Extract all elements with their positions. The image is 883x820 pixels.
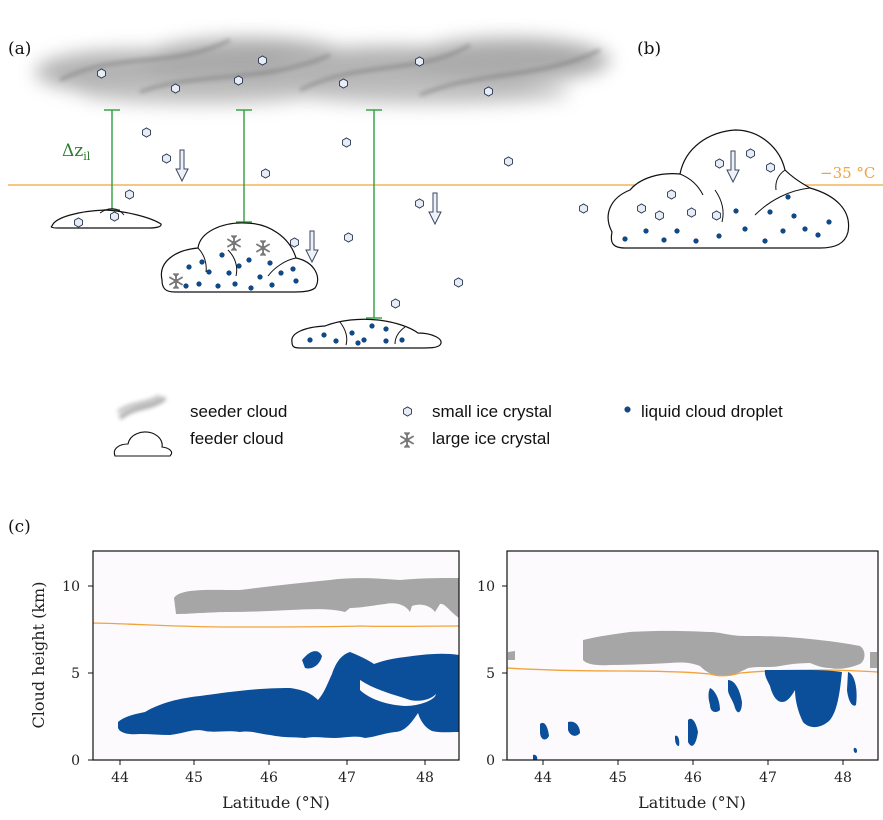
hexagon-icon <box>162 153 171 164</box>
y-tick: 0 <box>486 753 495 769</box>
ice-region <box>174 578 459 618</box>
liquid-region <box>118 652 459 738</box>
seeder-cloud-streaks <box>59 38 601 97</box>
y-tick: 5 <box>71 666 80 682</box>
hexagon-icon <box>415 198 424 209</box>
hexagon-icon <box>344 232 353 243</box>
ice-region <box>508 651 515 660</box>
feeder-cloud-3 <box>291 318 442 349</box>
x-tick: 48 <box>416 770 434 786</box>
hexagon-icon <box>97 68 106 79</box>
feeder-cloud-2 <box>160 222 319 293</box>
hexagon-icon <box>667 189 676 200</box>
distance-bar-2 <box>236 109 252 223</box>
y-tick: 10 <box>62 579 80 595</box>
x-axis-label: Latitude (°N) <box>222 793 330 812</box>
hexagon-icon <box>712 210 721 221</box>
hexagon-icon <box>655 210 664 221</box>
hexagon-icon <box>142 127 151 138</box>
x-axis-label: Latitude (°N) <box>638 793 746 812</box>
legend-droplet-label: liquid cloud droplet <box>641 402 783 421</box>
feeder-cloud-1 <box>50 208 162 229</box>
dz-label: Δzil <box>62 141 91 163</box>
x-tick: 44 <box>111 770 129 786</box>
distance-bar-3 <box>366 109 382 319</box>
x-tick: 47 <box>338 770 356 786</box>
isotherm-left <box>92 622 460 628</box>
y-tick: 10 <box>477 579 495 595</box>
panel-c-label: (c) <box>8 517 31 537</box>
hexagon-icon <box>258 55 267 66</box>
hexagon-icon <box>391 298 400 309</box>
hexagon-icon <box>261 168 270 179</box>
legend-feeder-icon <box>113 431 173 457</box>
legend-feeder-label: feeder cloud <box>190 429 284 448</box>
hexagon-icon <box>484 86 493 97</box>
hexagon-icon <box>74 217 83 228</box>
y-tick: 0 <box>71 753 80 769</box>
panel-b-label: (b) <box>637 39 661 59</box>
hexagon-icon <box>454 277 463 288</box>
x-tick: 46 <box>684 770 702 786</box>
x-tick: 44 <box>534 770 552 786</box>
liquid-region <box>764 670 842 728</box>
hexagon-icon <box>579 203 588 214</box>
feeder-cloud-panel-b <box>607 129 850 249</box>
hexagon-icon <box>504 156 513 167</box>
legend: seeder cloud feeder cloud small ice crys… <box>113 394 783 457</box>
hexagon-icon <box>715 158 724 169</box>
x-tick: 45 <box>185 770 203 786</box>
hexagon-icon <box>171 83 180 94</box>
dot-icon <box>624 406 631 413</box>
snowflake-icon <box>400 432 414 448</box>
distance-bar-1 <box>104 109 120 211</box>
x-tick: 46 <box>260 770 278 786</box>
y-tick: 5 <box>486 666 495 682</box>
hexagon-icon <box>403 406 412 417</box>
hexagon-icon <box>415 56 424 67</box>
panel-a-label: (a) <box>8 39 31 59</box>
hexagon-icon <box>234 75 243 86</box>
x-tick: 48 <box>834 770 852 786</box>
hexagon-icon <box>110 211 119 222</box>
hexagon-icon <box>746 148 755 159</box>
hexagon-icon <box>342 137 351 148</box>
isotherm-label: −35 °C <box>820 164 875 182</box>
chart-left: 44 45 46 47 48 0 5 10 Latitude (°N) Clou… <box>29 550 460 812</box>
isotherm-right <box>506 667 879 677</box>
hexagon-icon <box>339 78 348 89</box>
x-tick: 45 <box>609 770 627 786</box>
legend-small-ice-label: small ice crystal <box>432 402 552 421</box>
y-axis-label: Cloud height (km) <box>29 582 48 729</box>
legend-seeder-swatch <box>117 394 167 420</box>
hexagon-icon <box>766 162 775 173</box>
down-arrow-icon <box>175 149 189 182</box>
ice-region <box>583 630 865 676</box>
hexagon-icon <box>687 207 696 218</box>
legend-seeder-label: seeder cloud <box>190 402 287 421</box>
chart-right: 44 45 46 47 48 0 5 10 Latitude (°N) <box>477 550 879 812</box>
down-arrow-icon <box>428 192 442 225</box>
legend-large-ice-label: large ice crystal <box>432 429 550 448</box>
hexagon-icon <box>290 237 299 248</box>
hexagon-icon <box>125 189 134 200</box>
x-tick: 47 <box>759 770 777 786</box>
hexagon-icon <box>637 203 646 214</box>
plot-frame-left <box>92 550 460 761</box>
down-arrow-icon <box>305 230 319 263</box>
